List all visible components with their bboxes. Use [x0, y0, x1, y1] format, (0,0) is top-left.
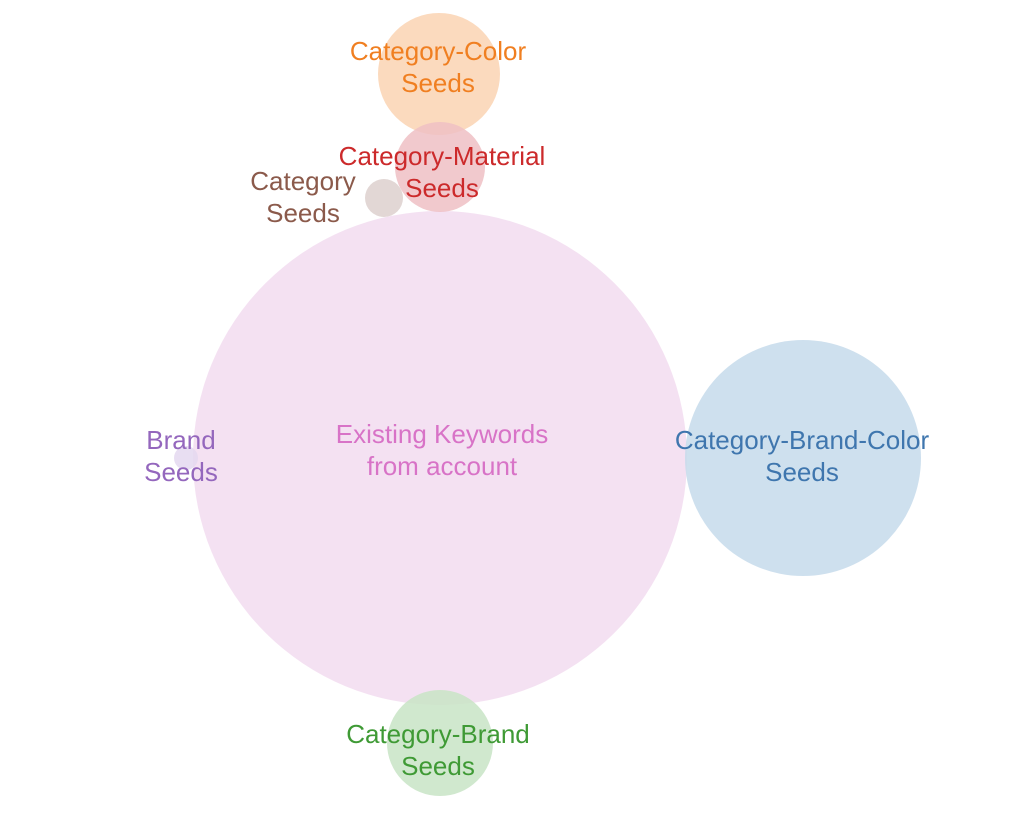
label-category-brand-color-line-2: Seeds [765, 457, 839, 487]
label-category-color-line-1: Category-Color [350, 36, 527, 66]
circle-category-material [395, 122, 485, 212]
circle-category [365, 179, 403, 217]
label-existing-keywords-line-2: from account [367, 451, 518, 481]
circles-layer [174, 13, 921, 796]
label-category-color-line-2: Seeds [401, 68, 475, 98]
label-brand-line-1: Brand [146, 425, 215, 455]
label-category-brand-color-line-1: Category-Brand-Color [675, 425, 930, 455]
circle-brand [174, 446, 198, 470]
circle-existing-keywords [193, 211, 687, 705]
label-category-material-line-1: Category-Material [339, 141, 546, 171]
circle-category-color [378, 13, 500, 135]
label-category-brand-line-1: Category-Brand [346, 719, 530, 749]
circle-category-brand-color [685, 340, 921, 576]
label-category-brand-line-2: Seeds [401, 751, 475, 781]
circle-category-brand [387, 690, 493, 796]
label-category-line-2: Seeds [266, 198, 340, 228]
label-category-material-line-2: Seeds [405, 173, 479, 203]
label-existing-keywords-line-1: Existing Keywords [336, 419, 548, 449]
label-category-line-1: Category [250, 166, 356, 196]
label-brand-line-2: Seeds [144, 457, 218, 487]
